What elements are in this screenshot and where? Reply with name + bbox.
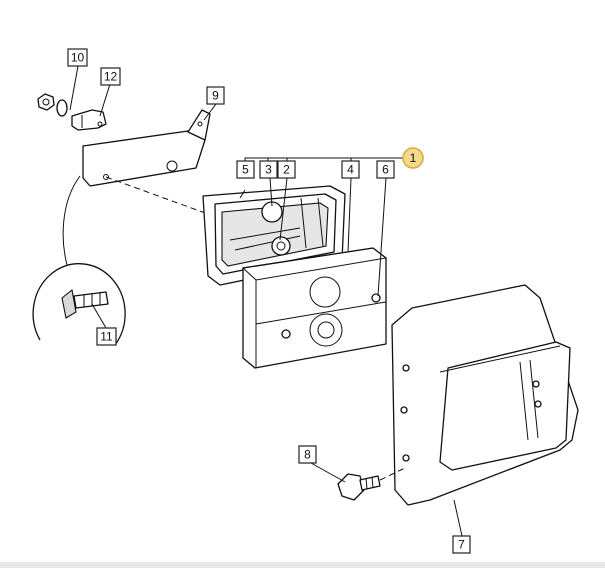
svg-text:9: 9: [212, 89, 219, 103]
svg-text:4: 4: [347, 163, 354, 177]
label-9: 9: [206, 86, 225, 105]
svg-text:12: 12: [104, 70, 118, 84]
alignment-line: [105, 176, 231, 223]
label-12: 12: [100, 67, 121, 86]
label-1-highlighted: 1: [402, 147, 424, 169]
svg-text:8: 8: [304, 448, 311, 462]
svg-text:2: 2: [283, 163, 290, 177]
label-2: 2: [277, 160, 296, 179]
svg-text:6: 6: [382, 163, 389, 177]
hex-bolt: [337, 473, 381, 501]
svg-text:10: 10: [71, 51, 85, 65]
mounting-bracket: [82, 109, 211, 187]
detail-leader: [62, 175, 81, 276]
svg-text:11: 11: [100, 330, 113, 344]
screw-detail-circle: [32, 263, 126, 346]
svg-text:1: 1: [410, 151, 417, 165]
svg-text:3: 3: [265, 163, 272, 177]
label-4: 4: [341, 160, 360, 179]
lamp-lens: [241, 247, 388, 369]
label-3: 3: [259, 160, 278, 179]
label-6: 6: [376, 160, 395, 179]
label-10: 10: [67, 48, 88, 67]
label-5: 5: [236, 160, 255, 179]
svg-text:7: 7: [458, 538, 465, 552]
bottom-bar: [0, 562, 605, 568]
label-11: 11: [96, 327, 117, 346]
label-7: 7: [452, 535, 471, 554]
bolt-alignment-line: [379, 467, 406, 481]
svg-text:5: 5: [242, 163, 249, 177]
lamp-guard: [391, 284, 579, 506]
nut-and-clamp: [37, 93, 107, 131]
label-8: 8: [298, 445, 317, 464]
